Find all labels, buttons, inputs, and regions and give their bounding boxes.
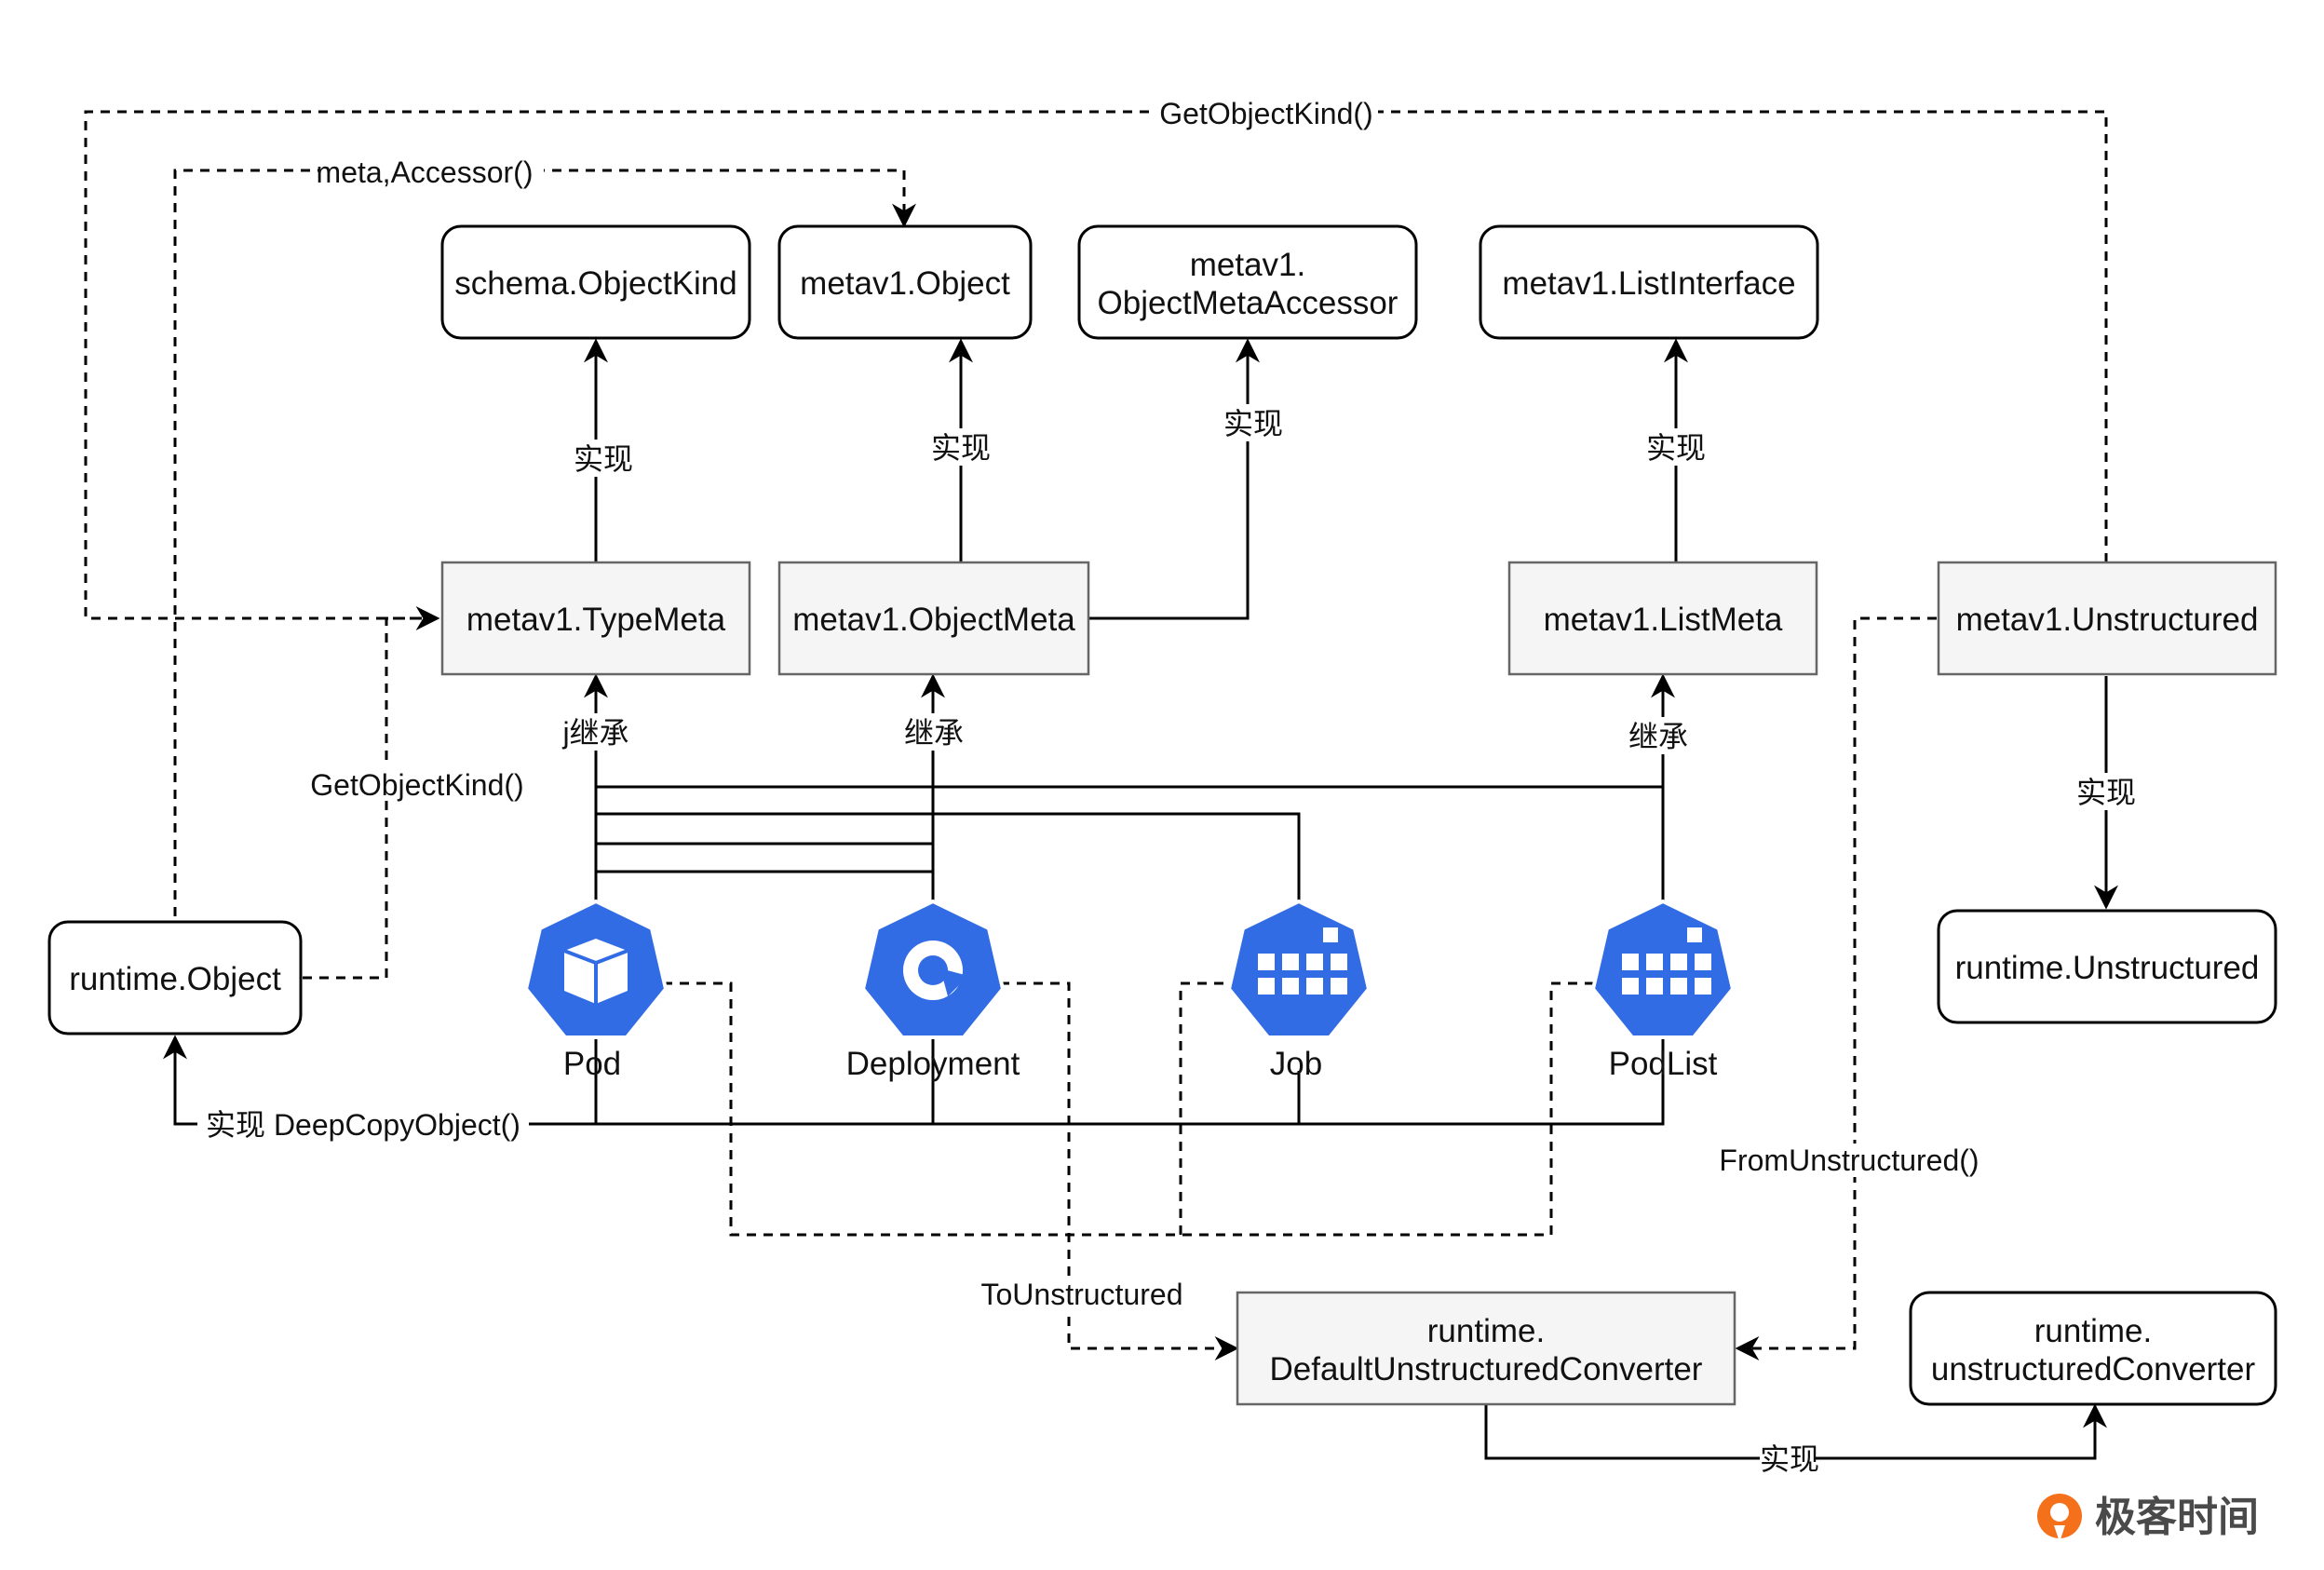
svg-text:runtime.Object: runtime.Object: [69, 961, 281, 997]
deployment-label: Deployment: [846, 1046, 1020, 1082]
node-schema-objectkind: schema.ObjectKind: [440, 224, 751, 340]
node-runtime-unstructured: runtime.Unstructured: [1937, 909, 2277, 1024]
edge-deepcopy: [163, 1035, 1665, 1126]
svg-text:metav1.Unstructured: metav1.Unstructured: [1956, 602, 2259, 638]
svg-text:metav1.Object: metav1.Object: [800, 265, 1010, 302]
svg-text:metav1.ListMeta: metav1.ListMeta: [1544, 602, 1783, 638]
edge-label-from-unstructured: FromUnstructured(): [1719, 1144, 1979, 1177]
edge-label-objectmeta-impl: 实现: [931, 431, 991, 465]
pod-label: Pod: [563, 1046, 621, 1082]
edge-to-unstructured-loop: [663, 981, 1601, 1237]
svg-text:DefaultUnstructuredConverter: DefaultUnstructuredConverter: [1270, 1351, 1703, 1387]
node-metav1-object: metav1.Object: [777, 224, 1033, 340]
edge-from-unstructured: [1735, 616, 1937, 1360]
edge-label-inherit-objectmeta: 继承: [904, 716, 964, 750]
svg-text:runtime.: runtime.: [1427, 1313, 1545, 1349]
svg-text:runtime.: runtime.: [2034, 1313, 2152, 1349]
node-metav1-listmeta: metav1.ListMeta: [1507, 561, 1818, 676]
edge-label-meta-accessor: meta,Accessor(): [317, 156, 534, 189]
brand-name: 极客时间: [2095, 1495, 2259, 1540]
podlist-label: PodList: [1609, 1046, 1718, 1082]
edge-label-unstructured-impl: 实现: [2076, 776, 2136, 809]
deployment-icon: [860, 899, 1006, 1039]
svg-text:schema.ObjectKind: schema.ObjectKind: [454, 265, 736, 302]
node-runtime-object: runtime.Object: [47, 920, 303, 1035]
podlist-icon: [1590, 899, 1736, 1039]
edge-to-unstructured-deploy: [1000, 981, 1239, 1360]
svg-text:metav1.TypeMeta: metav1.TypeMeta: [466, 602, 726, 638]
pod-icon: [523, 899, 669, 1039]
node-metav1-listinterface: metav1.ListInterface: [1479, 224, 1819, 340]
node-unstructured-converter: runtime. unstructuredConverter: [1909, 1291, 2277, 1406]
edge-label-deepcopy: 实现 DeepCopyObject(): [206, 1108, 520, 1142]
job-icon: [1226, 899, 1371, 1039]
svg-text:runtime.Unstructured: runtime.Unstructured: [1955, 950, 2260, 986]
brand-logo-icon: [2037, 1494, 2082, 1542]
node-metav1-unstructured: metav1.Unstructured: [1937, 561, 2277, 676]
edge-label-inherit-listmeta: 继承: [1628, 720, 1688, 753]
edge-getobjectkind-top: [84, 110, 2108, 630]
edge-getobjectkind-left: [303, 616, 438, 980]
edge-label-accessor-impl: 实现: [1223, 407, 1283, 440]
edge-label-to-unstructured: ToUnstructured: [981, 1278, 1183, 1311]
edge-label-listmeta-impl: 实现: [1646, 431, 1706, 465]
svg-text:metav1.ObjectMeta: metav1.ObjectMeta: [792, 602, 1075, 638]
edge-label-getobjectkind-top: GetObjectKind(): [1159, 97, 1372, 130]
node-objectmetaaccessor: metav1. ObjectMetaAccessor: [1077, 224, 1418, 340]
job-label: Job: [1270, 1046, 1322, 1082]
node-default-converter: runtime. DefaultUnstructuredConverter: [1236, 1291, 1736, 1406]
node-metav1-typemeta: metav1.TypeMeta: [440, 561, 751, 676]
bus-line-2: [596, 812, 1301, 903]
edge-label-typemeta-impl: 实现: [574, 442, 633, 476]
svg-text:metav1.: metav1.: [1190, 247, 1306, 283]
edge-accessor-impl: [1088, 338, 1260, 620]
svg-text:metav1.ListInterface: metav1.ListInterface: [1502, 265, 1795, 302]
svg-text:unstructuredConverter: unstructuredConverter: [1931, 1351, 2256, 1387]
svg-text:ObjectMetaAccessor: ObjectMetaAccessor: [1098, 285, 1398, 321]
node-metav1-objectmeta: metav1.ObjectMeta: [777, 561, 1090, 676]
edge-label-inherit-typemeta: j继承: [561, 716, 628, 750]
edge-label-getobjectkind-left: GetObjectKind(): [310, 768, 523, 802]
edge-to-unstructured-job: [1179, 981, 1233, 1235]
edge-label-converter-impl: 实现: [1760, 1442, 1819, 1476]
